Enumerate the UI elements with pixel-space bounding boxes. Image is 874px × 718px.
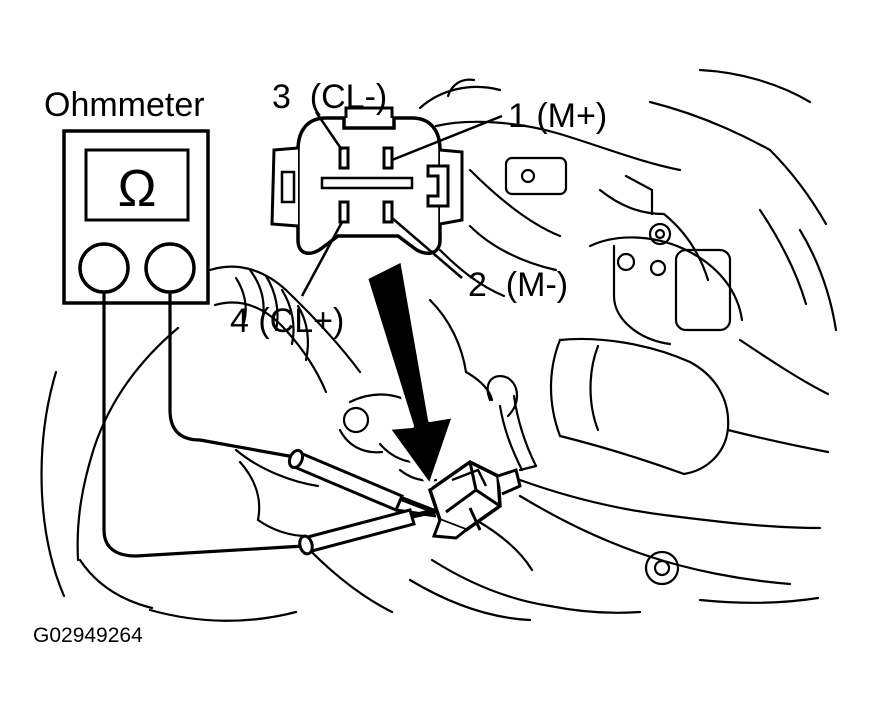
pin-leader-lines <box>300 111 503 297</box>
pin-2 <box>382 200 394 224</box>
probe-lower <box>298 507 441 556</box>
figure-code: G02949264 <box>33 624 143 647</box>
probe-upper <box>287 448 437 518</box>
ohm-symbol: Ω <box>118 160 157 218</box>
lead-wire-left <box>102 290 306 558</box>
motor-connector <box>427 459 522 540</box>
pin-label-4: 4 (CL+) <box>230 302 344 340</box>
pin-4 <box>338 200 350 224</box>
ohmmeter-display <box>84 148 190 222</box>
engine-line-art <box>40 68 838 622</box>
ohmmeter-label: Ohmmeter <box>44 86 205 124</box>
connector-face-diagram <box>270 106 464 255</box>
pin-label-3: 3 (CL-) <box>272 78 387 116</box>
direction-arrow <box>364 258 456 488</box>
pin-label-2: 2 (M-) <box>468 266 568 304</box>
lead-wire-right <box>168 290 302 460</box>
ohmmeter-jack-left <box>78 242 130 294</box>
ohmmeter-jack-right <box>144 242 196 294</box>
pin-1 <box>382 146 394 170</box>
ohmmeter: Ω <box>62 129 210 305</box>
pin-3 <box>338 146 350 170</box>
pin-label-1: 1 (M+) <box>508 97 607 135</box>
